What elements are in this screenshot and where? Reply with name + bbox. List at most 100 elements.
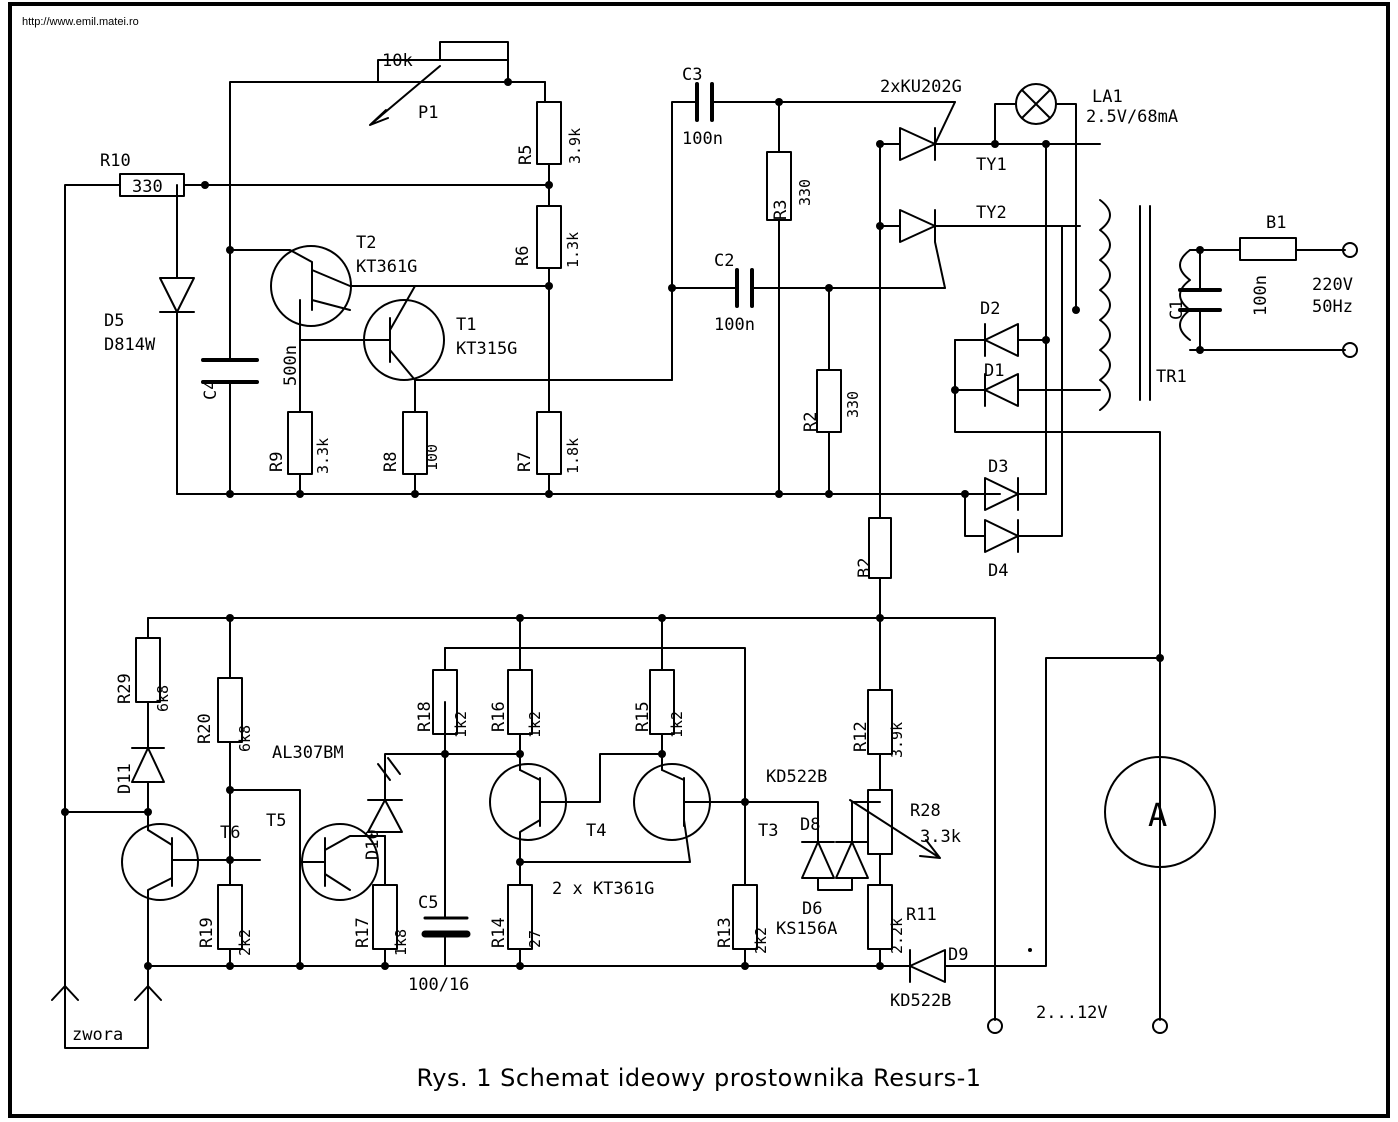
r2-value: 330 [844, 391, 862, 418]
r28-value: 3.3k [920, 827, 961, 847]
ammeter [1104, 756, 1216, 868]
tr1-secondary [1179, 249, 1191, 341]
t1-type: KT315G [456, 339, 517, 359]
r6-label: R6 [513, 246, 533, 266]
c2-plates [735, 268, 754, 308]
r10-value: 330 [132, 177, 163, 197]
r12-label: R12 [851, 721, 871, 752]
wire [64, 999, 149, 1049]
p1-body [377, 59, 509, 83]
d6-label: D6 [802, 899, 822, 919]
r10-label: R10 [100, 151, 131, 171]
d11-symbol [131, 747, 165, 783]
c5-value: 100/16 [408, 975, 469, 995]
r2-label: R2 [801, 412, 821, 432]
t4-leads [519, 753, 746, 886]
c3-label: C3 [682, 65, 702, 85]
r6-value: 1.3k [564, 232, 582, 268]
r18-value: 1k2 [452, 711, 470, 738]
d8-label: D8 [800, 815, 820, 835]
d5-label: D5 [104, 311, 124, 331]
ty1-symbol [899, 101, 956, 161]
t6-leads [64, 811, 261, 967]
t3-label: T3 [758, 821, 778, 841]
r20-value: 6k8 [236, 725, 254, 752]
la1-label: LA1 [1092, 87, 1123, 107]
r5-label: R5 [516, 145, 536, 165]
r14-value: 27 [526, 930, 544, 948]
r9-value: 3.3k [314, 438, 332, 474]
r19-value: 2k2 [236, 929, 254, 956]
ks156a-label: KS156A [776, 919, 837, 939]
c3-value: 100n [682, 129, 723, 149]
la1-lamp [1015, 83, 1057, 125]
d11-label: D11 [115, 763, 135, 794]
p1-arrow [369, 65, 441, 126]
d10-rays [377, 757, 401, 781]
c4-value: 500n [281, 345, 301, 386]
output-range: 2...12V [1036, 1003, 1108, 1023]
r28-arrow [849, 799, 941, 859]
r29-label: R29 [115, 673, 135, 704]
wire [954, 339, 1161, 1021]
d5-symbol [159, 277, 195, 313]
r7-body [536, 411, 562, 475]
p1-value: 10k [382, 51, 413, 71]
r3-label: R3 [771, 200, 791, 220]
t2-leads [229, 249, 550, 413]
r14-label: R14 [489, 917, 509, 948]
r8-label: R8 [381, 452, 401, 472]
d3-label: D3 [988, 457, 1008, 477]
ammeter-symbol: A [1148, 796, 1167, 834]
b1-body [1239, 237, 1297, 261]
r11-value: 2.2k [888, 918, 906, 954]
wire [444, 647, 746, 803]
r28-body [867, 789, 893, 855]
ty1-label: TY1 [976, 155, 1007, 175]
c2-value: 100n [714, 315, 755, 335]
d10-symbol [367, 799, 403, 833]
tr1-primary [1099, 199, 1111, 411]
r15-label: R15 [633, 701, 653, 732]
mains-terminal [1342, 242, 1358, 258]
wire [964, 225, 1063, 537]
r20-label: R20 [195, 713, 215, 744]
d1-label: D1 [984, 361, 1004, 381]
d3-symbol [984, 477, 1019, 511]
r29-value: 6k8 [154, 685, 172, 712]
t2-label: T2 [356, 233, 376, 253]
b1-label: B1 [1266, 213, 1286, 233]
r17-label: R17 [353, 917, 373, 948]
tr1-label: TR1 [1156, 367, 1187, 387]
r5-value: 3.9k [566, 128, 584, 164]
t1-label: T1 [456, 315, 476, 335]
ty2-label: TY2 [976, 203, 1007, 223]
wire [879, 657, 1161, 967]
la1-value: 2.5V/68mA [1086, 107, 1178, 127]
c3-plates [695, 82, 714, 122]
zwora-label: zwora [72, 1025, 123, 1045]
kd522b-top: KD522B [766, 767, 827, 787]
d1-symbol [984, 373, 1019, 407]
d5-type: D814W [104, 335, 156, 355]
d10-label: D10 [363, 829, 383, 860]
wire [384, 753, 521, 886]
mains-voltage: 220V [1312, 275, 1353, 295]
wire [229, 81, 546, 251]
r13-label: R13 [715, 917, 735, 948]
t4-t3-type: 2 x KT361G [552, 879, 654, 899]
t1-leads [299, 285, 673, 413]
c2-label: C2 [714, 251, 734, 271]
thyristor-type: 2xKU202G [880, 77, 962, 97]
r11-label: R11 [906, 905, 937, 925]
r16-label: R16 [489, 701, 509, 732]
la1-cross [1021, 89, 1051, 119]
figure-caption: Rys. 1 Schemat ideowy prostownika Resurs… [416, 1064, 982, 1092]
r7-label: R7 [515, 452, 535, 472]
c1-value: 100n [1251, 275, 1271, 316]
r7-value: 1.8k [564, 438, 582, 474]
al307-label: AL307BM [272, 743, 344, 763]
wire [147, 617, 996, 1021]
zwora-arrows [51, 985, 162, 1001]
